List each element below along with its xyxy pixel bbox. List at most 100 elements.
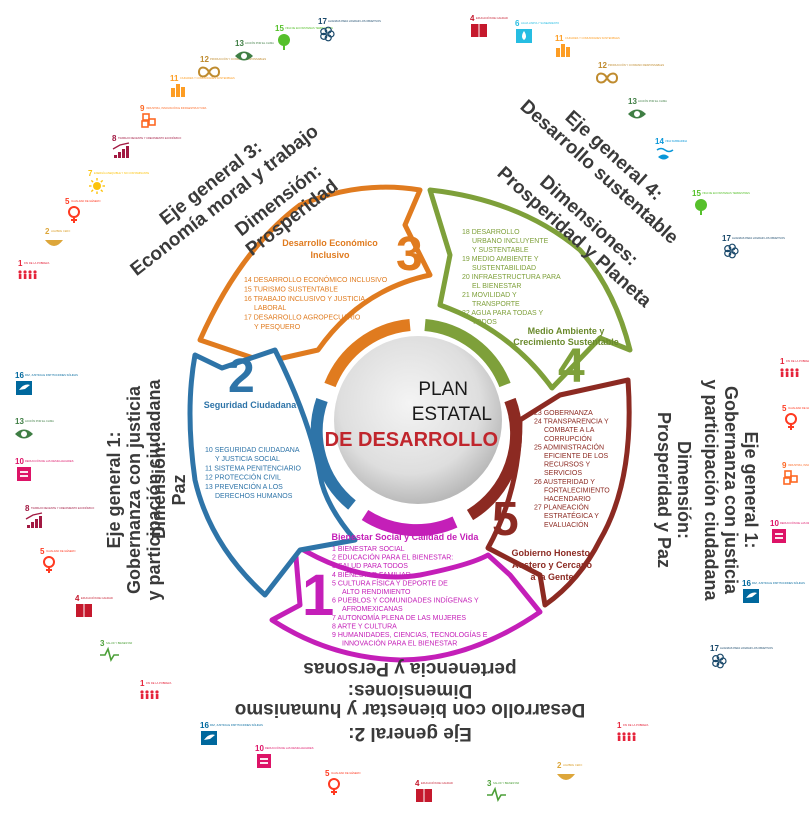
ods-number: 12 (598, 61, 607, 70)
segment-1-item: INNOVACIÓN PARA EL BIENESTAR (342, 639, 457, 648)
segment-1-item: 5 CULTURA FÍSICA Y DEPORTE DE (332, 578, 448, 587)
segment-1-item: 9 HUMANIDADES, CIENCIAS, TECNOLOGÍAS E (332, 630, 488, 639)
ods-number: 14 (655, 137, 664, 146)
segment-3-title-line1: Desarrollo Económico (282, 238, 378, 248)
ods-label: SALUD Y BIENESTAR (493, 781, 519, 785)
ods-number: 3 (487, 779, 492, 788)
segment-5-item: 27 PLANEACIÓN (534, 503, 589, 512)
ods-number: 16 (15, 371, 24, 380)
gender-icon (785, 413, 797, 430)
ods-label: INDUSTRIA, INNOVACIÓN E INFRAESTRUCTURA (146, 105, 207, 110)
eje2-label: Eje general 2: Desarrollo con bienestar … (235, 699, 586, 744)
dim-left-label: Dimensión: Paz (149, 441, 189, 539)
segment-4-item: Y SUSTENTABLE (472, 247, 529, 254)
ods-number: 17 (722, 234, 731, 243)
eye-icon (628, 109, 646, 119)
ods-number: 8 (112, 134, 117, 143)
segment-1-item: 6 PUEBLOS Y COMUNIDADES INDÍGENAS Y (332, 596, 479, 605)
segment-1-item: 7 AUTONOMÍA PLENA DE LAS MUJERES (332, 613, 466, 622)
fish-icon (656, 147, 674, 160)
people-icon (780, 368, 799, 377)
ods-number: 3 (100, 639, 105, 648)
ods-label: ALIANZAS PARA LOGRAR LOS OBJETIVOS (732, 236, 785, 240)
ods-label: EDUCACIÓN DE CALIDAD (81, 595, 113, 600)
segment-1-item: 8 ARTE Y CULTURA (332, 623, 397, 630)
ods-label: IGUALDAD DE GÉNERO (331, 770, 361, 775)
ods-number: 5 (782, 404, 787, 413)
segment-1-item: AFROMEXICANAS (342, 606, 403, 613)
bowl-icon (557, 774, 575, 780)
ods-number: 4 (75, 594, 80, 603)
ods-label: IGUALDAD DE GÉNERO (71, 198, 101, 203)
ods-number: 1 (140, 679, 145, 688)
people-icon (617, 732, 636, 741)
ods-number: 4 (470, 14, 475, 23)
segment-1-title: Bienestar Social y Calidad de Vida (332, 532, 480, 542)
segment-2-item: 10 SEGURIDAD CIUDADANA (205, 447, 300, 454)
ods-number: 9 (782, 461, 787, 470)
dove-icon (201, 731, 217, 745)
eje1-right-line1: Eje general 1: (741, 431, 761, 548)
segment-5-item: ESTRATÉGICA Y (544, 511, 599, 520)
book-icon (471, 24, 487, 37)
segment-3-item: LABORAL (254, 305, 286, 312)
segment-1-shape (269, 542, 543, 663)
ods-label: PRODUCCIÓN Y CONSUMO RESPONSABLES (608, 62, 664, 67)
city-icon (556, 44, 570, 57)
ods-label: TRABAJO DECENTE Y CRECIMIENTO ECONÓMICO (31, 505, 94, 510)
segment-5-item: RECURSOS Y (544, 462, 590, 469)
gender-icon (68, 206, 80, 223)
flower-icon (724, 243, 739, 259)
segment-1-number: 1 (302, 563, 334, 628)
segment-4-item: TODOS (472, 319, 497, 326)
ods-label: VIDA SUBMARINA (665, 139, 687, 143)
ods-label: EDUCACIÓN DE CALIDAD (476, 15, 508, 20)
dim-left-line2: Paz (169, 474, 189, 505)
ods-label: IGUALDAD DE GÉNERO (788, 405, 809, 410)
infinity-icon (595, 72, 619, 84)
segment-5-item: EFICIENTE DE LOS (544, 453, 609, 460)
segment-2-item: 11 SISTEMA PENITENCIARIO (205, 465, 302, 472)
book-icon (416, 789, 432, 802)
segment-1-item: 4 BIENESTAR FAMILIAR (332, 572, 411, 579)
ods-label: ACCIÓN POR EL CLIMA (245, 40, 274, 45)
dim2-line2: pertenencia y Personas (303, 658, 516, 679)
segment-2-number: 2 (228, 350, 255, 403)
growth-icon (112, 142, 130, 158)
heartbeat-icon (487, 786, 506, 803)
city-icon (171, 84, 185, 97)
center-circle (334, 336, 502, 504)
eje1-left-line1: Eje general 1: (104, 431, 124, 548)
segment-4-item: 18 DESARROLLO (462, 229, 520, 236)
ods-label: VIDA DE ECOSISTEMAS TERRESTRES (702, 191, 750, 195)
dim-left-line1: Dimensión: (149, 441, 169, 539)
ods-number: 5 (40, 547, 45, 556)
segment-2-shape (187, 347, 358, 598)
ods-number: 1 (18, 259, 23, 268)
segment-4-item: 22 AGUA PARA TODAS Y (462, 310, 544, 317)
bowl-icon (45, 240, 63, 246)
ods-label: AGUA LIMPIA Y SANEAMIENTO (521, 21, 559, 25)
segment-4-shape (427, 187, 633, 391)
inner-arc-magenta (361, 509, 458, 537)
segment-2-item: 13 PREVENCIÓN A LOS (205, 482, 283, 491)
segment-5-item: 25 ADMINISTRACIÓN (534, 442, 604, 451)
